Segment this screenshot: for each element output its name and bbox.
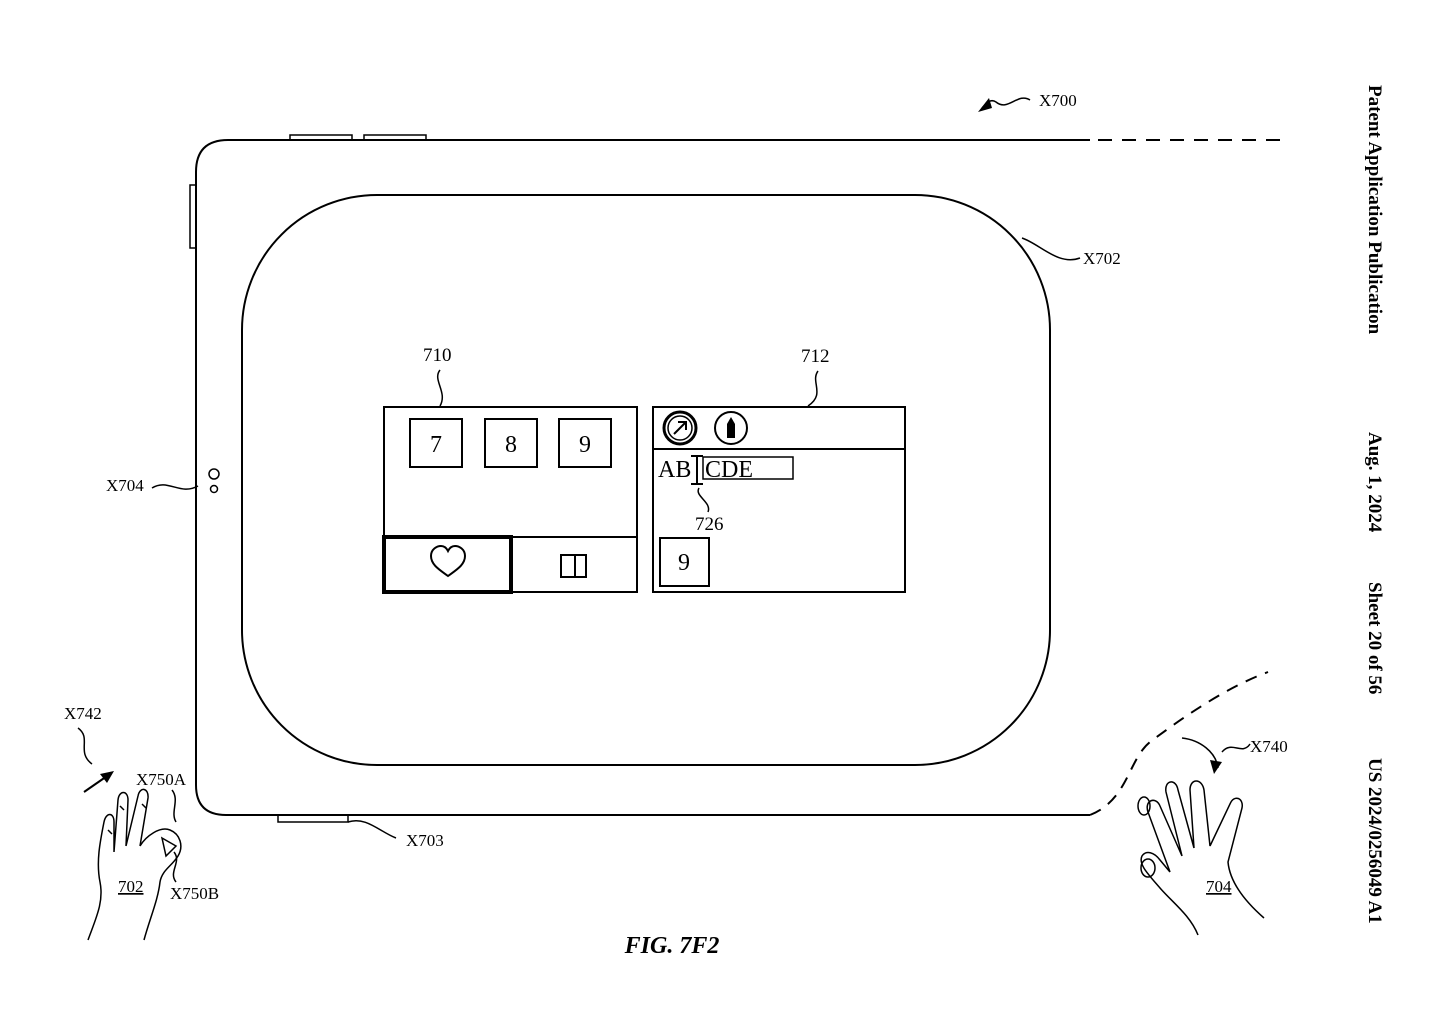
right-hand: 704 bbox=[1137, 780, 1265, 936]
window-button[interactable] bbox=[560, 554, 587, 578]
ref-pinch-b-leader bbox=[172, 851, 178, 883]
side-header: Patent Application Publication Aug. 1, 2… bbox=[1364, 85, 1385, 924]
sensor-icon bbox=[209, 484, 219, 494]
header-number: US 2024/0256049 A1 bbox=[1364, 758, 1385, 924]
text-selection-box[interactable] bbox=[702, 456, 794, 480]
top-button-1 bbox=[289, 134, 353, 140]
key-8[interactable]: 8 bbox=[484, 418, 538, 468]
dropped-key-label: 9 bbox=[678, 550, 690, 576]
ref-cursor-leader bbox=[697, 487, 710, 513]
right-hand-reach-path bbox=[1089, 671, 1269, 816]
ref-bottom-button-leader bbox=[347, 819, 397, 839]
ref-pinch-a: X750A bbox=[136, 770, 187, 789]
navigate-button[interactable] bbox=[662, 410, 698, 446]
ref-window-a: 710 bbox=[423, 345, 452, 366]
key-7[interactable]: 7 bbox=[409, 418, 463, 468]
ref-left-motion: X742 bbox=[64, 704, 102, 723]
key-7-label: 7 bbox=[430, 432, 442, 458]
thumb-marker bbox=[1140, 858, 1156, 878]
window-b bbox=[652, 406, 906, 593]
ref-window-b: 712 bbox=[801, 346, 830, 367]
fingertip-marker bbox=[1137, 796, 1151, 816]
ref-cursor: 726 bbox=[695, 514, 724, 535]
right-motion-arrowhead bbox=[1210, 760, 1222, 774]
header-publication: Patent Application Publication bbox=[1364, 85, 1385, 335]
ref-right-motion-leader bbox=[1221, 743, 1251, 753]
ref-display: X702 bbox=[1083, 249, 1121, 268]
window-icon bbox=[560, 554, 587, 578]
heart-icon bbox=[429, 544, 467, 578]
ref-pinch-b: X750B bbox=[170, 884, 219, 903]
ref-right-hand: 704 bbox=[1206, 877, 1232, 896]
device-body bbox=[195, 139, 1090, 816]
ref-window-a-leader bbox=[437, 369, 443, 407]
ref-pinch-a-leader bbox=[171, 789, 177, 823]
side-button bbox=[189, 184, 196, 249]
key-9[interactable]: 9 bbox=[558, 418, 612, 468]
pencil-icon bbox=[727, 417, 735, 438]
key-9-label: 9 bbox=[579, 432, 591, 458]
ref-left-motion-leader bbox=[77, 727, 93, 765]
key-8-label: 8 bbox=[505, 432, 517, 458]
ref-window-b-leader bbox=[807, 370, 819, 407]
ref-camera: X704 bbox=[106, 476, 144, 495]
ref-camera-leader bbox=[151, 484, 199, 490]
text-cursor-icon bbox=[691, 455, 703, 485]
figure-label: FIG. 7F2 bbox=[624, 933, 720, 959]
camera-lens-icon bbox=[208, 468, 220, 480]
left-motion-arrowhead bbox=[100, 771, 114, 783]
header-sheet: Sheet 20 of 56 bbox=[1364, 582, 1385, 694]
ref-right-motion: X740 bbox=[1250, 737, 1288, 756]
ref-system-arrowhead bbox=[978, 98, 992, 112]
text-before-cursor: AB bbox=[658, 457, 691, 483]
navigate-icon bbox=[673, 421, 687, 435]
bottom-button bbox=[277, 815, 349, 823]
display-area bbox=[241, 194, 1051, 766]
ref-system: X700 bbox=[1039, 91, 1077, 110]
ref-bottom-button: X703 bbox=[406, 831, 444, 850]
left-hand: 702 bbox=[87, 788, 182, 941]
ref-display-leader bbox=[1021, 237, 1081, 261]
ref-left-hand: 702 bbox=[118, 877, 144, 896]
pencil-button[interactable] bbox=[714, 411, 748, 445]
selected-text: CDE bbox=[705, 457, 753, 483]
header-date: Aug. 1, 2024 bbox=[1364, 432, 1385, 533]
dropped-key-9[interactable]: 9 bbox=[659, 537, 710, 587]
favorite-button[interactable] bbox=[382, 535, 513, 594]
top-button-2 bbox=[363, 134, 427, 140]
